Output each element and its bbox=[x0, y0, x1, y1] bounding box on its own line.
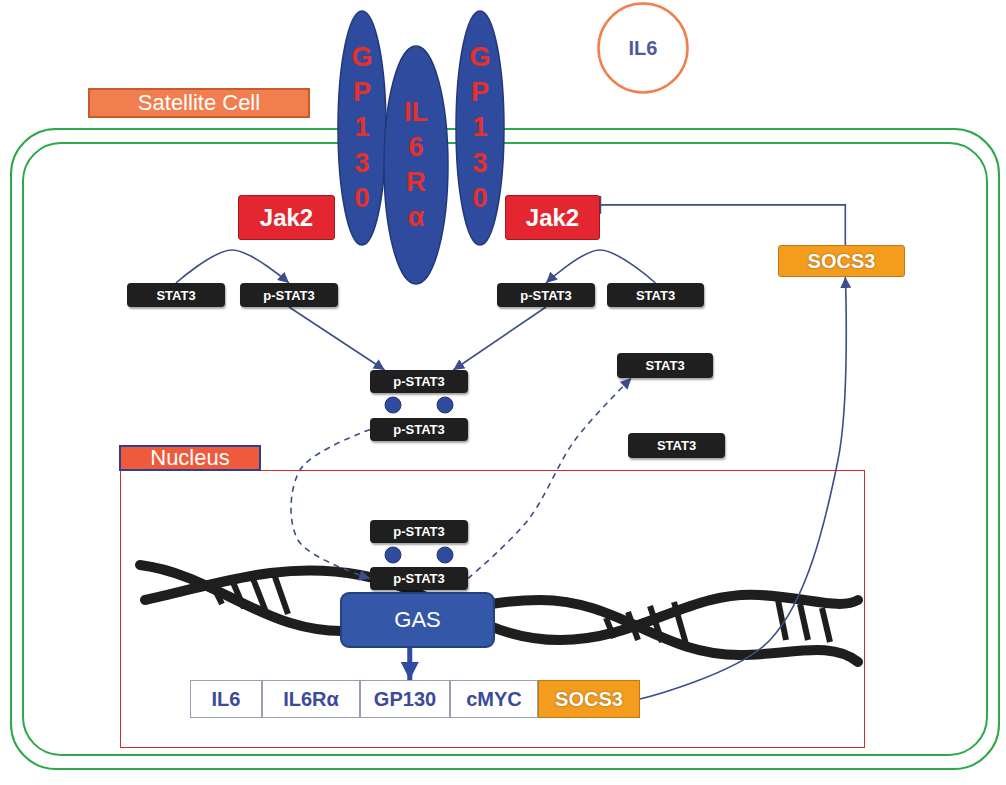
bond-dot bbox=[385, 547, 401, 563]
node-label: STAT3 bbox=[645, 358, 684, 373]
node-label: Jak2 bbox=[526, 204, 579, 232]
node-label: cMYC bbox=[466, 688, 522, 711]
protein-box: STAT3 bbox=[127, 283, 225, 307]
membrane-inner bbox=[23, 143, 987, 755]
dna-rung bbox=[822, 608, 830, 642]
node-label: IL6Rα bbox=[283, 688, 339, 711]
bond-dot bbox=[437, 397, 453, 413]
protein-box: p-STAT3 bbox=[370, 567, 468, 590]
receptor-ellipse: GP130 bbox=[455, 10, 505, 246]
region-label: Nucleus bbox=[119, 445, 261, 471]
protein-box: STAT3 bbox=[617, 353, 713, 378]
node-label: STAT3 bbox=[636, 288, 675, 303]
protein-box: p-STAT3 bbox=[370, 418, 468, 441]
receptor-outline bbox=[456, 11, 504, 245]
dna-rung bbox=[606, 618, 614, 638]
protein-box: p-STAT3 bbox=[370, 370, 468, 393]
inhibitor-box: SOCS3 bbox=[778, 245, 905, 277]
shape-outline bbox=[383, 45, 449, 285]
protein-box: p-STAT3 bbox=[497, 283, 595, 307]
ligand-outline bbox=[599, 4, 688, 93]
dna-rung bbox=[252, 576, 266, 612]
signal-arrow bbox=[407, 648, 412, 680]
receptor-ellipse: IL6Rα bbox=[383, 45, 449, 285]
inhibition-line bbox=[600, 205, 845, 245]
kinase-box: Jak2 bbox=[505, 195, 600, 240]
signal-arrow bbox=[289, 307, 385, 370]
node-label: STAT3 bbox=[657, 438, 696, 453]
protein-box: STAT3 bbox=[607, 283, 704, 307]
kinase-box: Jak2 bbox=[238, 195, 335, 240]
node-label: IL6 bbox=[629, 37, 658, 60]
cell-membrane: Jak2Jak2SOCS3STAT3p-STAT3p-STAT3STAT3STA… bbox=[10, 128, 1000, 770]
gene-box: cMYC bbox=[450, 680, 538, 718]
dna-rung bbox=[212, 584, 222, 604]
node-label: p-STAT3 bbox=[393, 571, 445, 586]
gene-box: IL6Rα bbox=[262, 680, 360, 718]
signal-arrow bbox=[453, 307, 546, 370]
gene-box: IL6 bbox=[190, 680, 262, 718]
node-label: GP130 bbox=[374, 688, 436, 711]
dna-helix bbox=[140, 565, 858, 662]
dna-rung bbox=[274, 574, 288, 614]
receptor-outline bbox=[384, 46, 448, 284]
dna-rung bbox=[628, 612, 638, 640]
node-label: GP130 bbox=[467, 40, 494, 215]
protein-box: p-STAT3 bbox=[370, 520, 468, 543]
node-label: p-STAT3 bbox=[520, 288, 572, 303]
ligand-circle: IL6 bbox=[597, 2, 689, 94]
membrane-outer bbox=[11, 129, 999, 769]
node-label: STAT3 bbox=[156, 288, 195, 303]
region-label: Satellite Cell bbox=[88, 88, 310, 118]
node-label: Jak2 bbox=[260, 204, 313, 232]
node-label: IL6 bbox=[212, 688, 241, 711]
protein-box: STAT3 bbox=[628, 433, 725, 458]
node-label: GAS bbox=[394, 607, 440, 633]
receptor-ellipse: GP130 bbox=[337, 10, 387, 246]
dna-rung bbox=[650, 606, 662, 642]
translocation-arrow bbox=[291, 430, 370, 579]
dna-rung bbox=[232, 580, 244, 608]
promoter-box: GAS bbox=[340, 592, 495, 648]
bond-dot bbox=[437, 547, 453, 563]
node-label: SOCS3 bbox=[555, 688, 623, 711]
dna-rungs bbox=[212, 574, 830, 644]
protein-box: p-STAT3 bbox=[240, 283, 338, 307]
signal-arrow bbox=[640, 277, 846, 699]
node-label: p-STAT3 bbox=[393, 374, 445, 389]
gene-box: SOCS3 bbox=[538, 680, 640, 718]
dna-strand bbox=[145, 570, 858, 640]
node-label: p-STAT3 bbox=[393, 524, 445, 539]
dna-strand bbox=[140, 565, 858, 662]
nucleus-region: p-STAT3p-STAT3GASIL6IL6RαGP130cMYCSOCS3N… bbox=[120, 470, 865, 748]
dna-rung bbox=[674, 602, 686, 644]
receptor-outline bbox=[338, 11, 386, 245]
bond-dot bbox=[385, 397, 401, 413]
signal-arrow bbox=[176, 250, 289, 283]
node-label: p-STAT3 bbox=[393, 422, 445, 437]
translocation-arrow bbox=[468, 378, 631, 579]
node-label: p-STAT3 bbox=[263, 288, 315, 303]
signal-arrow bbox=[546, 250, 656, 283]
gene-box: GP130 bbox=[360, 680, 450, 718]
node-label: GP130 bbox=[349, 40, 376, 215]
node-label: IL6Rα bbox=[403, 95, 430, 235]
dna-rung bbox=[800, 604, 808, 640]
node-label: SOCS3 bbox=[808, 250, 876, 273]
